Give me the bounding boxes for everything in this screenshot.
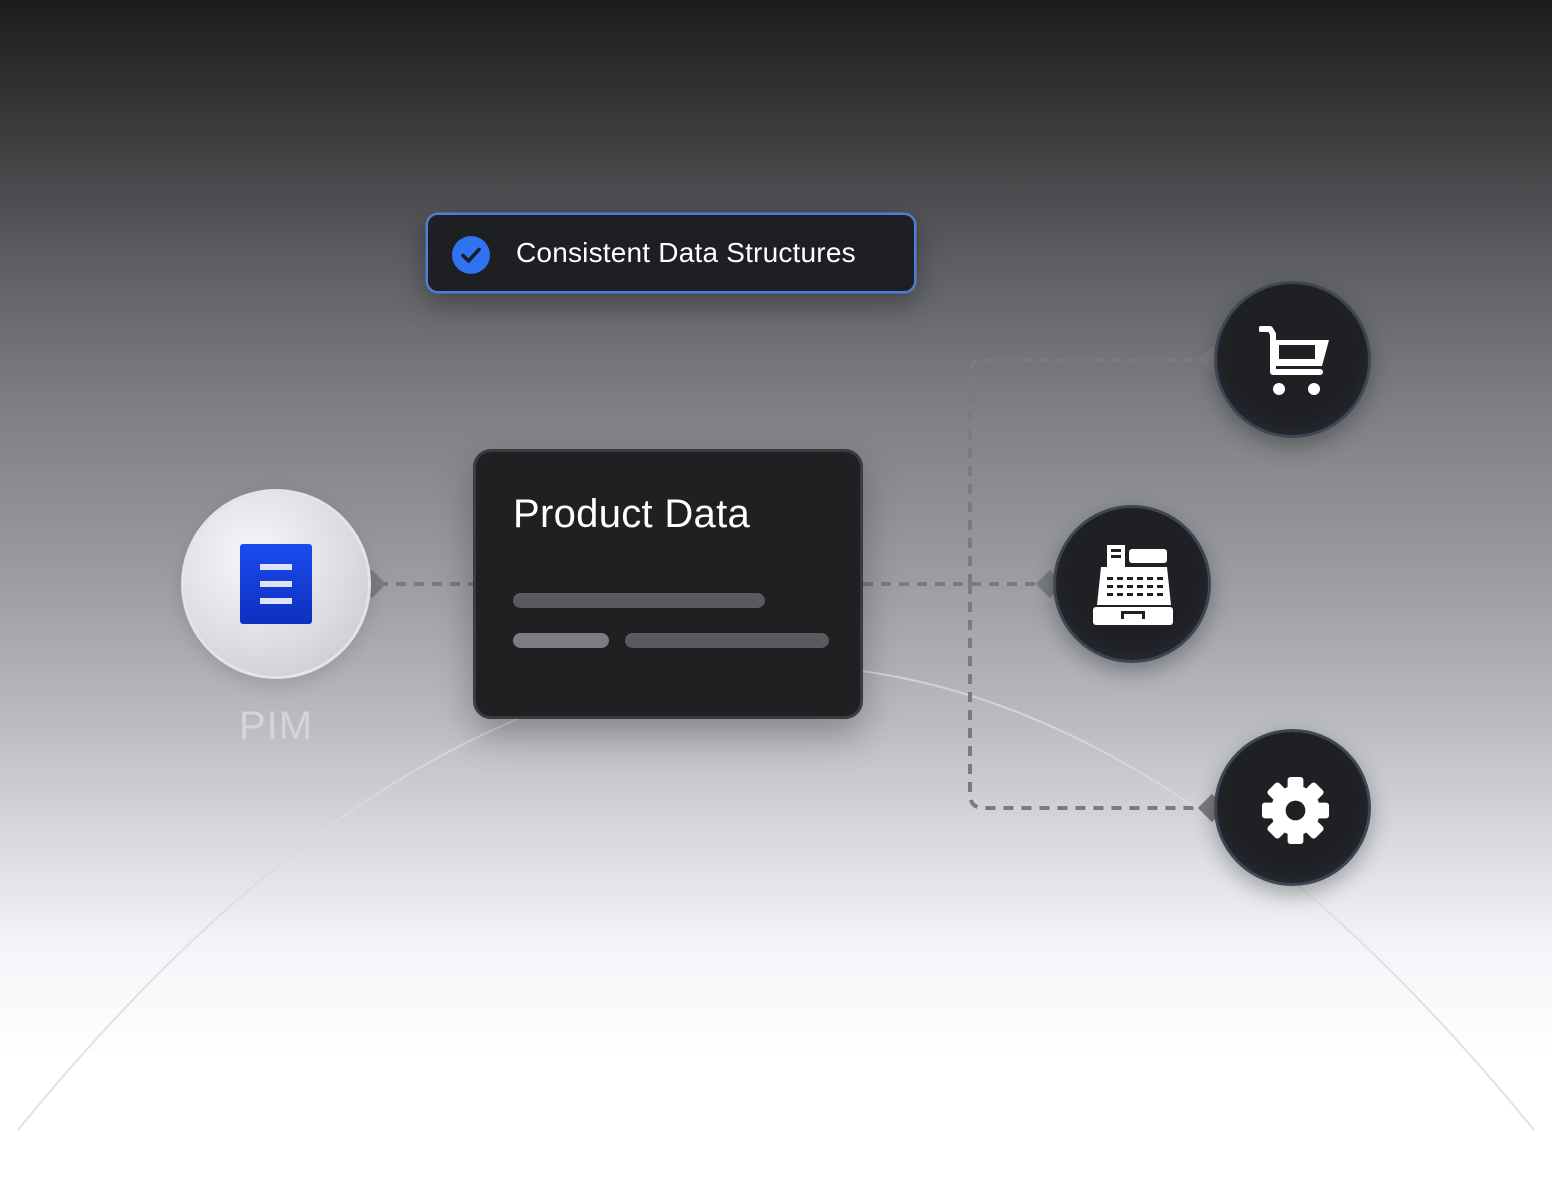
check-circle-icon xyxy=(452,236,490,274)
placeholder-line xyxy=(513,633,609,648)
document-icon xyxy=(240,544,312,624)
cash-register-icon xyxy=(1093,545,1173,625)
erp-node xyxy=(1214,729,1371,886)
product-data-title: Product Data xyxy=(513,492,751,536)
consistent-data-badge: Consistent Data Structures xyxy=(426,213,916,293)
connector-to-cart xyxy=(968,358,1205,584)
gear-icon xyxy=(1261,776,1330,845)
connector-to-settings xyxy=(968,584,1205,810)
placeholder-line xyxy=(625,633,829,648)
ecommerce-node xyxy=(1214,281,1371,438)
badge-label: Consistent Data Structures xyxy=(516,237,856,268)
pos-node xyxy=(1053,505,1211,663)
pim-node xyxy=(181,489,371,679)
placeholder-line xyxy=(513,593,765,608)
product-data-card: Product Data xyxy=(473,449,863,719)
shopping-cart-icon xyxy=(1259,326,1329,395)
pim-label: PIM xyxy=(238,704,314,748)
